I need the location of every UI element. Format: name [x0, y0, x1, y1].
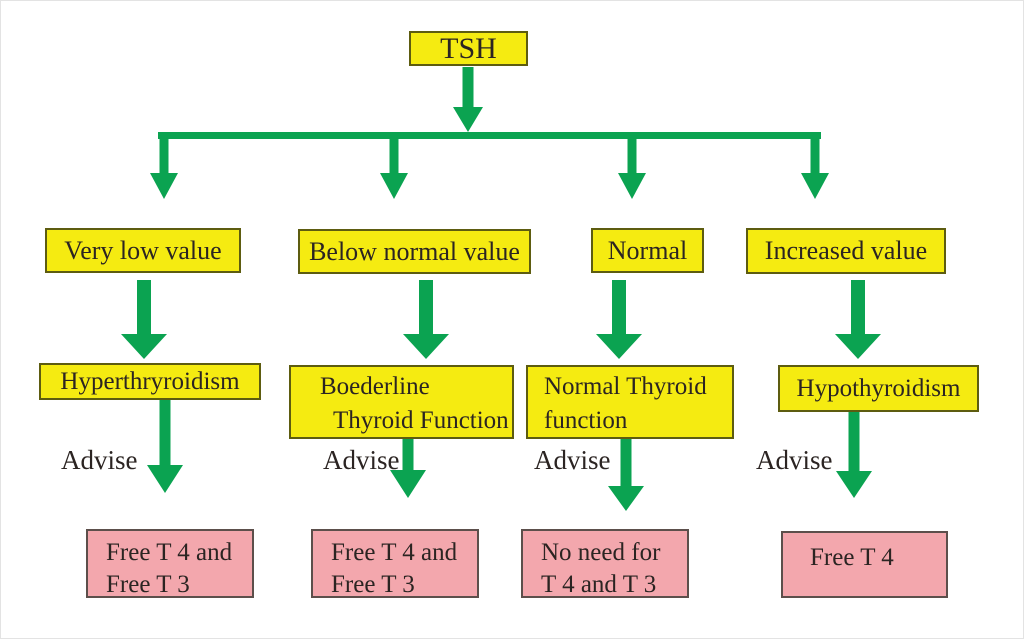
arrow-advise-4 [836, 412, 872, 498]
node-free-t4-label: Free T 4 [810, 544, 894, 571]
node-free-t4-t3-left-line-2: Free T 3 [106, 571, 190, 598]
node-free-t4-t3-left: Free T 4 and Free T 3 [86, 529, 254, 598]
node-below-normal-value-label: Below normal value [309, 236, 520, 266]
branch-arrow-1 [150, 132, 178, 199]
advise-label-1: Advise [61, 445, 138, 475]
node-normal-thyroid-line-2: function [544, 407, 628, 434]
arrow-belownormal-to-borderline [403, 280, 449, 359]
node-borderline-thyroid-function: Boederline Thyroid Function [289, 365, 514, 439]
node-borderline-line-1: Boederline [320, 373, 430, 400]
node-borderline-line-2: Thyroid Function [333, 407, 509, 434]
arrow-increased-to-hypo [835, 280, 881, 359]
node-hypothyroidism-label: Hypothyroidism [796, 374, 961, 402]
node-free-t4-t3-left-line-1: Free T 4 and [106, 539, 233, 566]
branch-arrow-2 [380, 132, 408, 199]
node-no-need-line-2: T 4 and T 3 [541, 571, 657, 598]
node-hyperthyroidism: Hyperthryroidism [39, 363, 261, 400]
arrow-verylow-to-hyper [121, 280, 167, 359]
arrow-advise-2 [390, 439, 426, 498]
node-free-t4-t3-mid: Free T 4 and Free T 3 [311, 529, 479, 598]
branch-arrow-3 [618, 132, 646, 199]
arrow-advise-1 [147, 400, 183, 493]
node-tsh: TSH [409, 31, 528, 66]
node-very-low-value: Very low value [45, 228, 241, 273]
branch-line [158, 132, 821, 139]
arrow-tsh-down [453, 67, 483, 132]
node-hypothyroidism: Hypothyroidism [778, 365, 979, 412]
advise-label-3: Advise [534, 445, 611, 475]
node-increased-value-label: Increased value [764, 236, 928, 265]
advise-label-4: Advise [756, 445, 833, 475]
arrow-normal-to-normalthyroid [596, 280, 642, 359]
node-no-need-t4-t3: No need for T 4 and T 3 [521, 529, 689, 598]
node-no-need-line-1: No need for [541, 539, 661, 566]
node-below-normal-value: Below normal value [298, 229, 531, 274]
node-free-t4: Free T 4 [781, 531, 948, 598]
branch-arrow-4 [801, 132, 829, 199]
node-normal-thyroid-line-1: Normal Thyroid [544, 373, 707, 400]
node-very-low-value-label: Very low value [64, 235, 222, 265]
arrow-advise-3 [608, 439, 644, 511]
node-normal: Normal [591, 228, 704, 273]
advise-label-2: Advise [323, 445, 400, 475]
node-free-t4-t3-mid-line-2: Free T 3 [331, 571, 415, 598]
node-tsh-label: TSH [440, 31, 497, 65]
node-normal-label: Normal [607, 235, 688, 265]
node-increased-value: Increased value [746, 228, 946, 274]
node-hyperthyroidism-label: Hyperthryroidism [60, 367, 240, 395]
node-free-t4-t3-mid-line-1: Free T 4 and [331, 539, 458, 566]
node-normal-thyroid-function: Normal Thyroid function [526, 365, 734, 439]
